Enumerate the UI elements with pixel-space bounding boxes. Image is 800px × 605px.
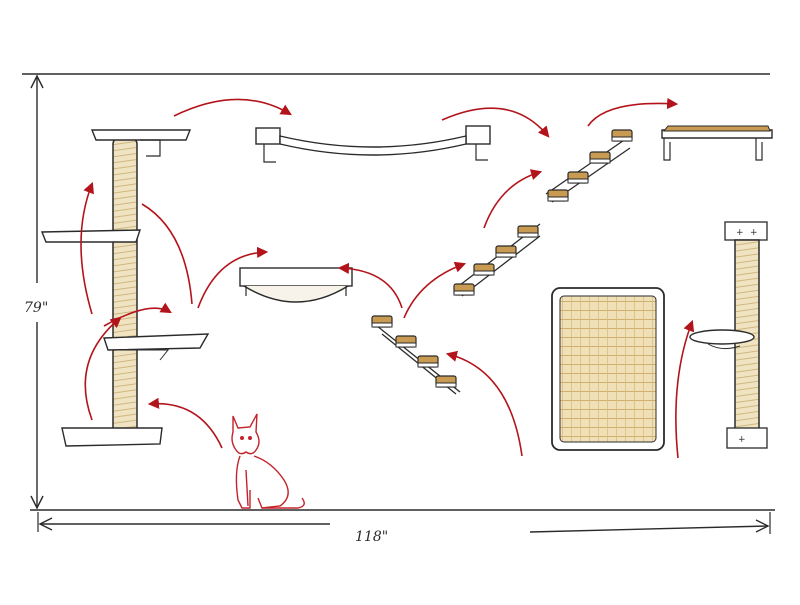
step-icon [453, 283, 475, 296]
left-sisal-tower [40, 129, 210, 447]
step-icon [371, 315, 393, 328]
arrow-icon [337, 262, 403, 309]
height-arrow-top-icon [30, 74, 44, 89]
bridge-deck [279, 135, 467, 156]
bridge-left-mount [255, 127, 281, 145]
arrow-icon [441, 107, 550, 138]
tower-base-shelf [61, 427, 163, 447]
width-arrow-right-icon [755, 519, 770, 533]
padded-shelf [661, 125, 773, 161]
step-icon [495, 245, 517, 258]
sisal-post-icon [112, 137, 138, 439]
bridge-right-mount [465, 125, 491, 145]
arrow-icon [445, 350, 523, 457]
step-icon [435, 375, 457, 388]
step-icon [473, 263, 495, 276]
arrow-icon [675, 319, 695, 459]
width-label: 118" [355, 529, 388, 545]
height-arrow-bottom-icon [30, 495, 44, 510]
tower-top-shelf [90, 129, 192, 141]
scratch-mat [551, 287, 665, 451]
right-sisal-post: + + + [689, 221, 768, 449]
width-dimension-line-right [529, 525, 769, 533]
rope-bridge [255, 125, 491, 163]
arrow-icon [147, 397, 223, 449]
cat-icon [231, 413, 305, 509]
arrow-icon [587, 97, 679, 127]
hammock [239, 267, 353, 303]
step-icon [395, 335, 417, 348]
arrow-icon [197, 246, 269, 309]
tower-shelf-3 [103, 333, 210, 351]
dimension-lines: 79" 118" [22, 73, 775, 545]
movement-arrows [80, 97, 695, 459]
step-icon [567, 171, 589, 184]
width-arrow-left-icon [38, 517, 53, 531]
svg-text:+: + [750, 228, 758, 238]
step-icon [517, 225, 539, 238]
arrow-icon [84, 316, 122, 421]
arrow-icon [173, 98, 292, 117]
height-label: 79" [24, 300, 48, 316]
svg-text:+: + [738, 435, 746, 445]
step-icon [589, 151, 611, 164]
svg-text:+: + [736, 228, 744, 238]
step-icon [547, 189, 569, 202]
arrow-icon [141, 203, 193, 305]
round-perch [689, 329, 755, 345]
step-icon [417, 355, 439, 368]
arrow-icon [80, 181, 94, 315]
arrow-icon [483, 169, 543, 229]
step-icon [611, 129, 633, 142]
arrow-icon [403, 261, 467, 319]
arrow-icon [103, 302, 172, 327]
step-boxes [371, 129, 633, 388]
tower-shelf-2 [40, 229, 141, 243]
